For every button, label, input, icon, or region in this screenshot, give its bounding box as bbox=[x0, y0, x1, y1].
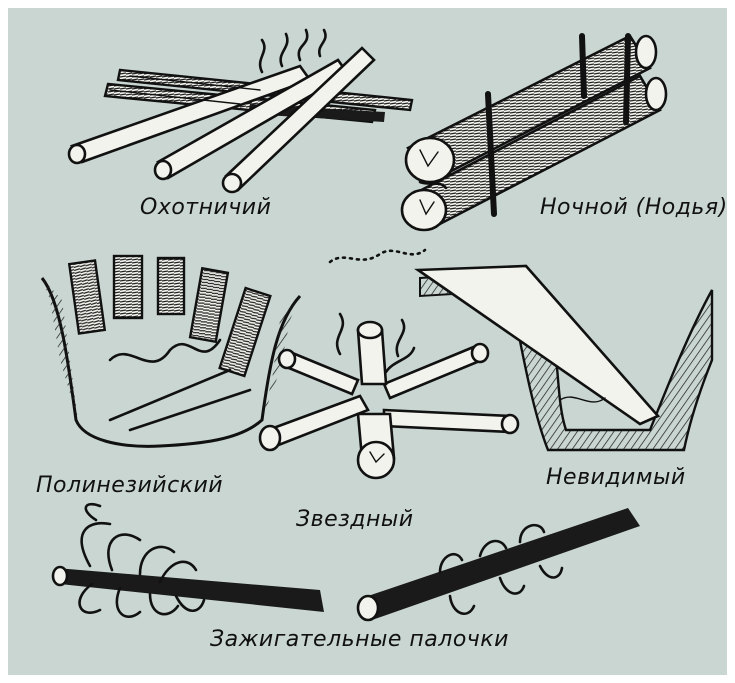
polynesian-log-1 bbox=[69, 261, 104, 334]
star-log-1-end bbox=[260, 426, 280, 450]
label-kindling: Зажигательные палочки bbox=[210, 627, 509, 652]
label-hunter: Охотничий bbox=[140, 195, 271, 220]
star-log-6-end bbox=[358, 442, 394, 478]
polynesian-fire-drawing bbox=[42, 256, 300, 446]
hunter-log-front-1-end bbox=[69, 145, 85, 163]
hunter-log-front-3-end bbox=[223, 174, 241, 192]
star-log-1 bbox=[268, 396, 368, 446]
kindling-stick-left bbox=[56, 568, 324, 612]
hunter-fire-drawing bbox=[69, 30, 412, 192]
label-star: Звездный bbox=[296, 507, 414, 532]
star-log-3 bbox=[384, 346, 482, 398]
kindling-shavings-left bbox=[80, 504, 204, 617]
label-polynesian: Полинезийский bbox=[36, 473, 223, 498]
label-invisible: Невидимый bbox=[546, 465, 686, 490]
label-night: Ночной (Нодья) bbox=[540, 195, 728, 220]
night-stake-2 bbox=[582, 36, 584, 96]
polynesian-log-2 bbox=[114, 256, 142, 318]
polynesian-log-4 bbox=[190, 268, 228, 341]
polynesian-log-5 bbox=[220, 288, 271, 376]
night-stake-3 bbox=[626, 36, 628, 122]
polynesian-log-3 bbox=[158, 258, 184, 314]
star-fire-drawing bbox=[260, 314, 518, 478]
hunter-log-front-2-end bbox=[155, 161, 171, 179]
star-log-2 bbox=[384, 410, 510, 432]
hunter-flame bbox=[260, 30, 325, 72]
night-log-upper-end bbox=[406, 138, 454, 182]
